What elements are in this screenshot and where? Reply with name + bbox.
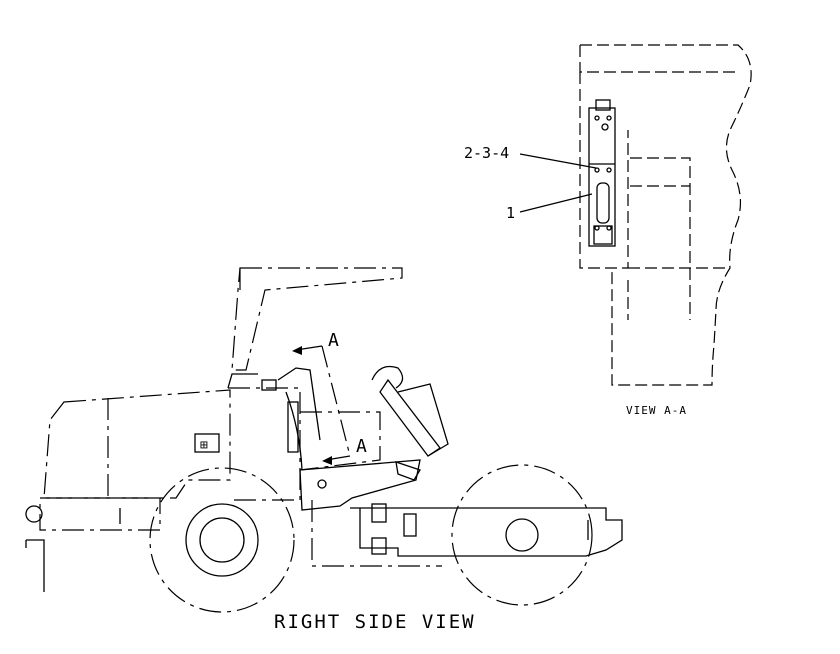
section-label-top: A: [328, 330, 339, 351]
plate-slot: [596, 182, 610, 224]
plate-frame: [588, 107, 616, 247]
rear-tire: [149, 467, 295, 613]
rear-step: [25, 539, 45, 592]
lower-frame-line: [311, 500, 442, 567]
plate-top-tab: [595, 99, 611, 111]
station-top: [227, 373, 258, 389]
rear-hub: [199, 517, 245, 563]
screw: [601, 123, 609, 131]
leader-line-2-3-4: [519, 153, 597, 169]
section-label-bottom: A: [356, 436, 367, 457]
screw: [606, 115, 612, 121]
operator-station: [228, 387, 301, 501]
right-side-view-caption: RIGHT SIDE VIEW: [274, 611, 476, 633]
section-marker-aa: A A: [292, 330, 367, 465]
section-cut-line: [321, 345, 351, 457]
screw: [606, 167, 612, 173]
seat-back: [277, 367, 321, 441]
station-handle: [261, 379, 277, 391]
badge-icon: ⊞: [200, 438, 208, 453]
rear-frame: [39, 497, 161, 531]
frame-bracket-bottom: [371, 537, 387, 555]
plate-bottom-tab: [593, 225, 613, 245]
seat-frame: [285, 391, 303, 471]
steering-wheel: [371, 365, 404, 389]
frame-plate: [403, 513, 417, 537]
screw: [606, 225, 612, 231]
pivot-bolt: [317, 479, 327, 489]
callout-2-3-4: 2-3-4: [464, 144, 509, 162]
compactor-drum: [451, 464, 593, 606]
housing-top-edge: [579, 45, 740, 73]
nameplate-location: [287, 401, 299, 453]
machine-logo-badge: [194, 433, 220, 453]
rops-canopy: [231, 267, 403, 371]
screw: [594, 167, 600, 173]
steering-cylinder: [397, 383, 449, 457]
inner-bracket-right: [630, 157, 691, 320]
articulation-frame: [299, 459, 421, 511]
engine-hood: [43, 389, 231, 499]
arrowhead-icon: [322, 456, 332, 465]
rear-hitch: [25, 505, 43, 523]
housing-inner-edge: [579, 72, 629, 269]
view-aa-caption: VIEW A-A: [626, 404, 687, 417]
platform: [299, 411, 381, 471]
leader-line-1: [519, 193, 593, 213]
nameplate-assembly: [588, 99, 616, 247]
drum-hub: [505, 518, 539, 552]
view-aa-detail: 2-3-4 1 VIEW A-A: [464, 44, 752, 417]
steering-column: [379, 378, 441, 457]
right-side-view-machine: ⊞: [25, 267, 623, 633]
callout-1: 1: [506, 204, 515, 222]
drum-frame: [350, 507, 623, 557]
screw: [594, 115, 600, 121]
arrowhead-icon: [292, 346, 302, 355]
frame-bracket-top: [371, 503, 387, 523]
rear-rim: [185, 503, 259, 577]
screw: [594, 225, 600, 231]
housing-outline: [580, 44, 752, 386]
